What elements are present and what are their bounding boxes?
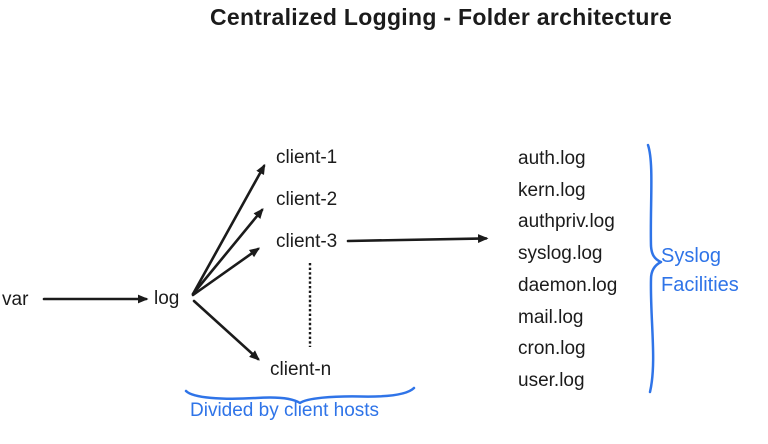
syslog-facilities-annotation: Syslog Facilities [661,245,739,296]
log-file-daemon: daemon.log [518,274,618,296]
folder-node-client-2: client-2 [276,189,338,210]
log-file-kern: kern.log [518,179,586,201]
folder-node-client-3: client-3 [276,231,338,252]
arrow-client3-to-files [346,234,489,243]
log-file-mail: mail.log [518,306,584,328]
folder-node-log: log [154,288,180,309]
client-hosts-brace [184,386,416,405]
log-file-user: user.log [518,369,585,391]
log-file-cron: cron.log [518,338,586,360]
folder-node-client-n: client-n [270,359,332,380]
diagram-title: Centralized Logging - Folder architectur… [209,4,673,30]
log-file-authpriv: authpriv.log [518,211,615,233]
log-file-auth: auth.log [518,148,586,169]
arrow-log-to-client-3 [191,247,261,297]
divided-by-client-hosts-annotation: Divided by client hosts [190,400,380,421]
syslog-facilities-brace [646,143,663,394]
log-file-syslog: syslog.log [518,243,603,265]
folder-node-var: var [2,289,29,310]
folder-node-client-1: client-1 [276,147,338,168]
log-file-list: auth.log kern.log authpriv.log syslog.lo… [518,143,617,397]
arrow-log-to-client-1 [191,163,266,296]
arrow-log-to-client-n [192,299,260,361]
arrow-log-to-client-2 [191,208,264,296]
